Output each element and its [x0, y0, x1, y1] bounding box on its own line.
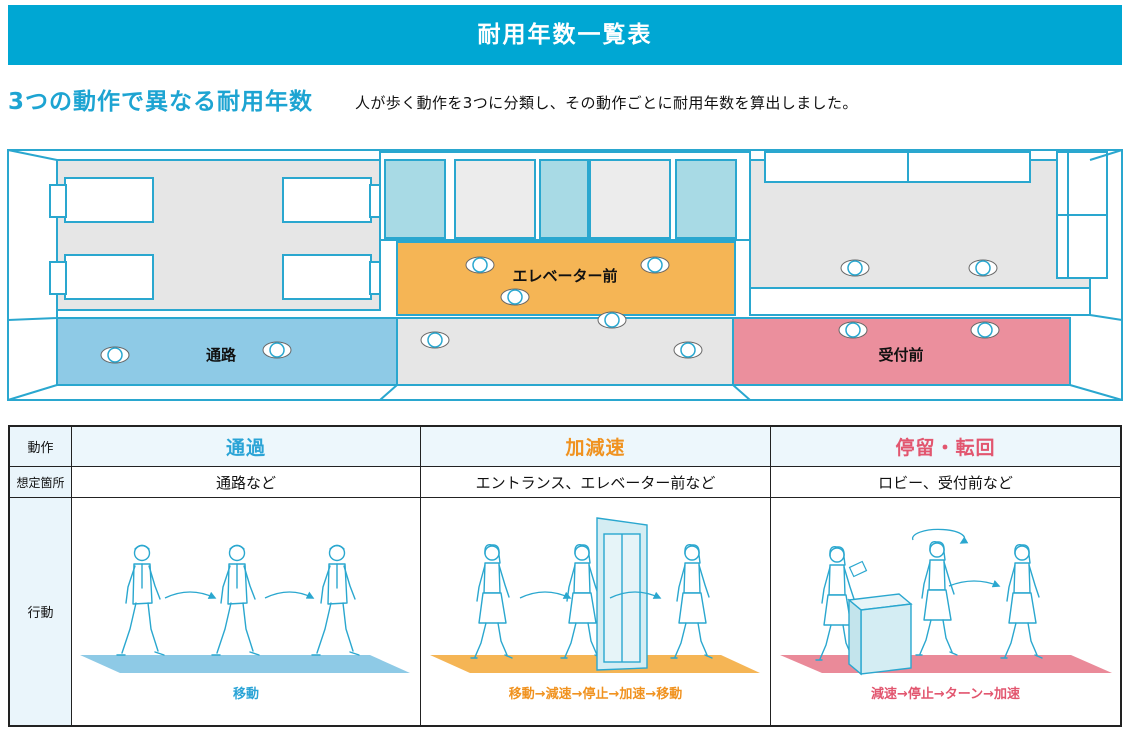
behavior-pass-cell: 移動	[72, 498, 421, 725]
walking-person-figure	[670, 543, 713, 659]
intro-heading: 3つの動作で異なる耐用年数	[8, 89, 314, 115]
row-label-action: 動作	[10, 427, 72, 467]
bed-pillow	[49, 184, 67, 218]
person-icon	[597, 311, 627, 329]
behavior-stop-turn-cell: 減速→停止→ターン→加速	[771, 498, 1120, 725]
durability-table: 動作 通過 加減速 停留・転回 想定箇所 通路など エントランス、エレベーター前…	[8, 425, 1122, 727]
action-heading-stop-turn: 停留・転回	[771, 427, 1120, 467]
person-icon	[640, 256, 670, 274]
elevator-door	[454, 159, 536, 239]
person-icon	[262, 341, 292, 359]
floor-zone-orange	[430, 655, 760, 673]
reception-zone	[732, 317, 1071, 386]
person-icon	[500, 288, 530, 306]
floor-zone-blue	[80, 655, 410, 673]
standing-person-figure	[560, 543, 603, 659]
walking-illustration	[80, 544, 410, 673]
behavior-caption-pass: 移動	[232, 687, 259, 702]
elevator-panel	[539, 159, 589, 239]
arrow-icon	[609, 591, 662, 599]
walking-person-figure	[116, 544, 165, 656]
document-icon	[848, 560, 868, 578]
action-heading-accel: 加減速	[421, 427, 771, 467]
corridor-label: 通路	[206, 346, 237, 364]
walking-person-figure	[470, 543, 513, 659]
reception-illustration	[780, 528, 1112, 676]
person-icon	[465, 256, 495, 274]
walking-person-figure	[211, 544, 260, 656]
elevator-panel	[675, 159, 737, 239]
intro-description: 人が歩く動作を3つに分類し、その動作ごとに耐用年数を算出しました。	[355, 94, 858, 112]
bed-pillow	[369, 261, 381, 295]
arrow-icon	[948, 580, 1001, 588]
person-icon	[100, 346, 130, 364]
elevator-panel	[384, 159, 446, 239]
reception-counter-icon	[847, 593, 913, 676]
turn-arrow-icon	[911, 528, 969, 544]
reception-label: 受付前	[878, 346, 923, 364]
behavior-accel-cell: 移動→減速→停止→加速→移動	[421, 498, 771, 725]
row-label-behavior: 行動	[10, 498, 72, 725]
places-accel: エントランス、エレベーター前など	[421, 467, 771, 498]
elevator-illustration	[430, 517, 760, 673]
arrow-icon	[164, 591, 217, 599]
reception-counter	[749, 287, 1091, 316]
person-icon	[838, 321, 868, 339]
wall-cabinet	[764, 151, 1031, 183]
elevator-label: エレベーター前	[512, 267, 617, 285]
row-label-places: 想定箇所	[10, 467, 72, 498]
elevator-door	[589, 159, 671, 239]
action-heading-pass: 通過	[72, 427, 421, 467]
behavior-caption-accel: 移動→減速→停止→加速→移動	[508, 687, 683, 702]
places-pass: 通路など	[72, 467, 421, 498]
bed	[64, 254, 154, 300]
floor-zone-pink	[780, 655, 1112, 673]
person-icon	[970, 321, 1000, 339]
person-icon	[673, 341, 703, 359]
page-title: 耐用年数一覧表	[477, 22, 653, 48]
page-title-bar: 耐用年数一覧表	[8, 5, 1122, 65]
bed	[282, 177, 372, 223]
behavior-caption-stop-turn: 減速→停止→ターン→加速	[870, 687, 1021, 702]
arrow-icon	[264, 591, 315, 599]
floor-plan: 通路 エレベーター前 受付前	[7, 149, 1123, 401]
turning-person-figure	[915, 540, 958, 656]
walking-person-figure	[1000, 543, 1043, 659]
bed-pillow	[369, 184, 381, 218]
person-icon	[968, 259, 998, 277]
places-stop-turn: ロビー、受付前など	[771, 467, 1120, 498]
person-icon	[420, 331, 450, 349]
person-icon	[840, 259, 870, 277]
bed	[282, 254, 372, 300]
bed-pillow	[49, 261, 67, 295]
arrow-icon	[519, 591, 572, 599]
bed	[64, 177, 154, 223]
elevator-zone	[396, 241, 736, 316]
walking-person-figure	[311, 544, 360, 656]
